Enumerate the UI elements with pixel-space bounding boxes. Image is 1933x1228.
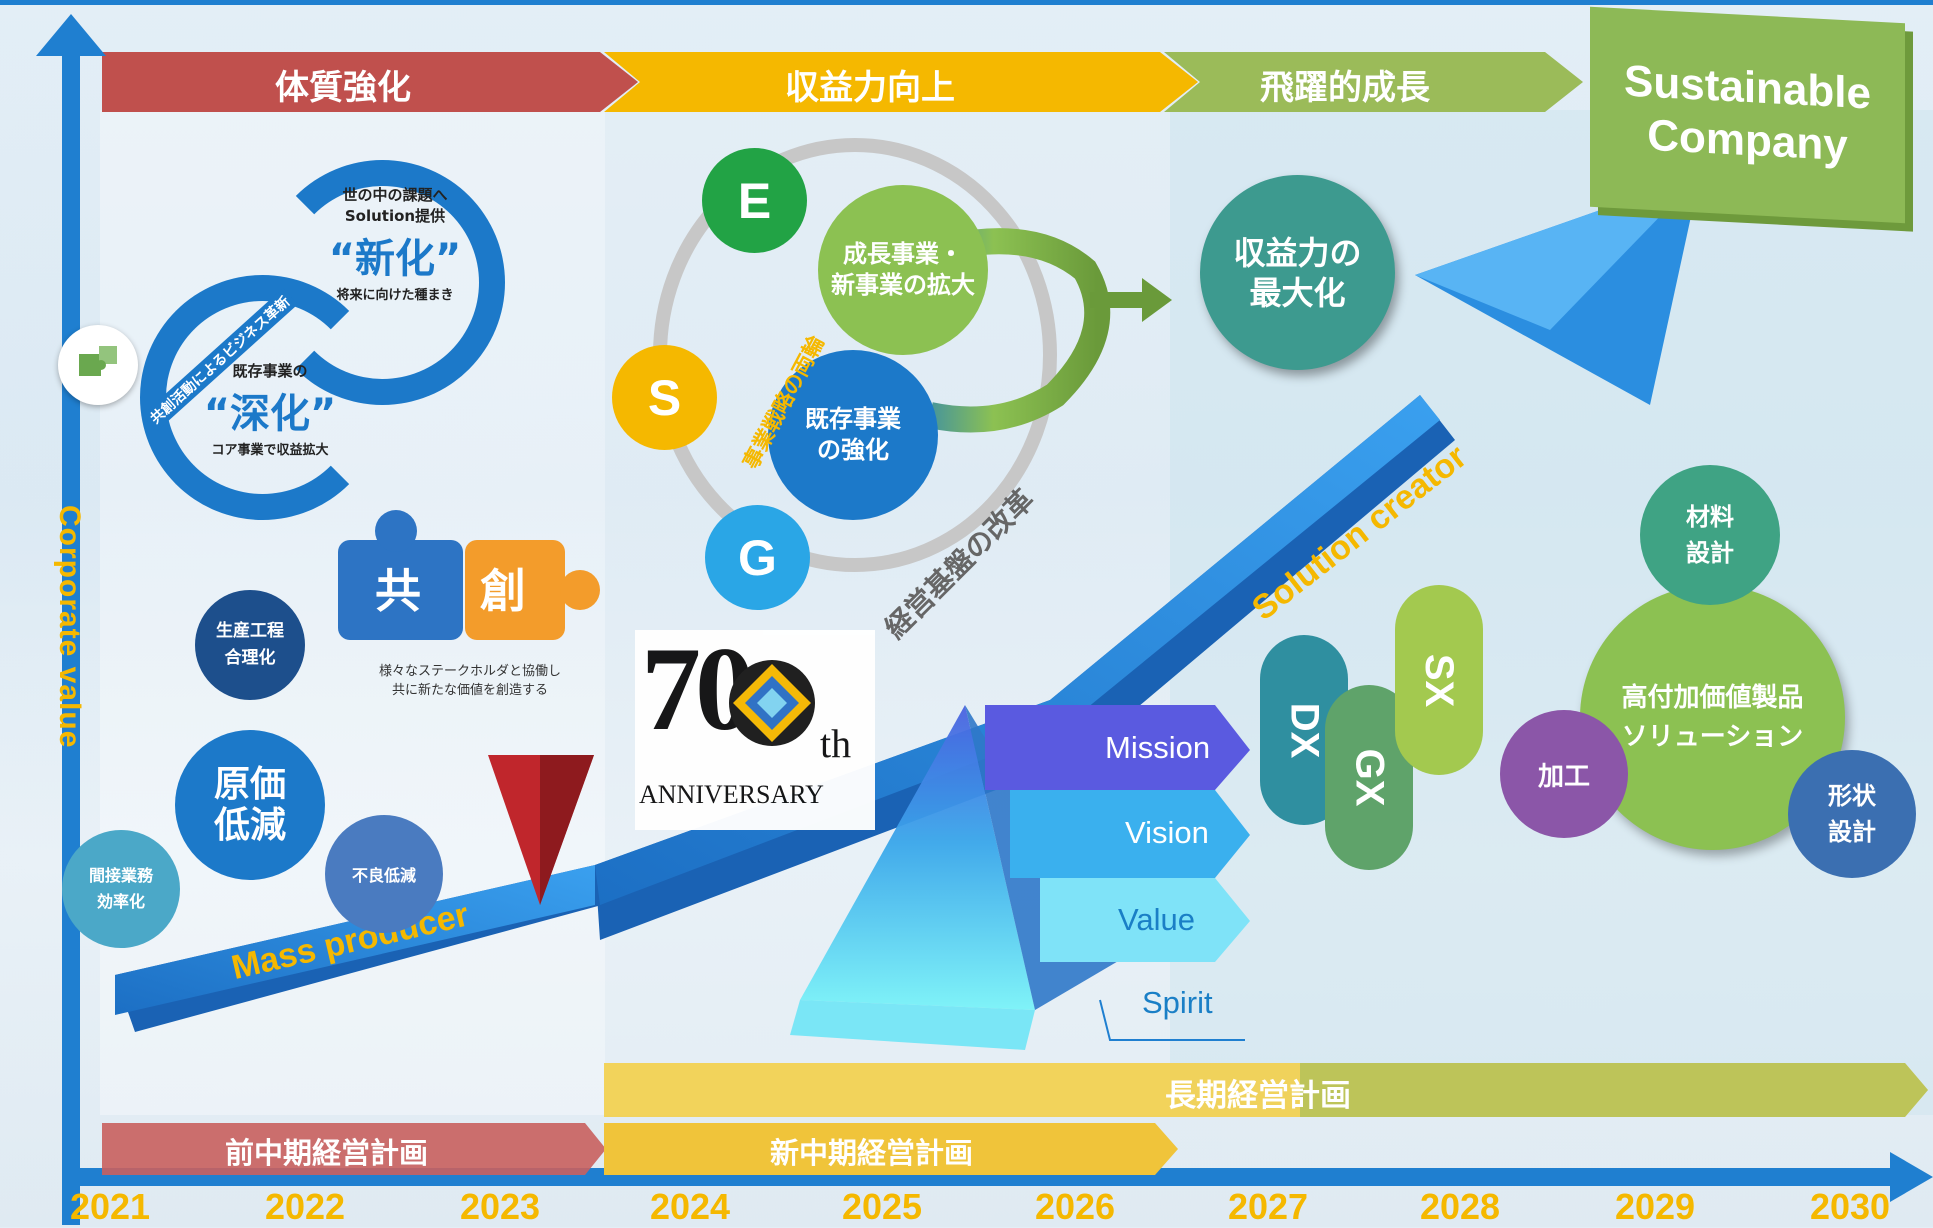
cost-line1: 原価 [213,763,286,805]
esg-s-circle: S [612,345,717,450]
values-pyramid [790,705,1250,1050]
sx-label: SX [1417,653,1462,707]
phase3-arrow [1164,52,1583,112]
two-wheels-connector [885,228,1111,433]
product-line1: 高付加価値製品 [1621,682,1804,713]
year-2028: 2028 [1419,1186,1501,1227]
kyoso-blue-piece [338,540,463,640]
production-line2: 合理化 [224,648,276,668]
phase2-label: 収益力向上 [785,68,955,108]
cost-line2: 低減 [213,805,286,846]
cycle-top-line2: Solution提供 [344,207,446,225]
anniversary-suffix: th [820,721,852,766]
esg-e-letter: E [737,172,772,229]
kyoso-caption-line2: 共に新たな価値を創造する [391,683,548,698]
pyramid-spirit: Spirit [1142,985,1213,1020]
gx-label: GX [1347,748,1392,807]
materials-line2: 設計 [1686,539,1734,567]
phase3-label: 飛躍的成長 [1260,68,1430,108]
shape-line2: 設計 [1828,818,1876,846]
sx-pill: SX [1395,585,1483,775]
production-rationalization-circle: 生産工程 合理化 [195,590,305,700]
year-2030: 2030 [1809,1186,1891,1227]
cycle-shinka-deep: “深化” [203,391,337,437]
processing-circle: 加工 [1500,710,1628,838]
growth-line1: 成長事業・ [843,239,963,268]
long-term-plan-label: 長期経営計画 [1165,1078,1351,1114]
year-2025: 2025 [841,1186,923,1227]
innovation-cycle: 世の中の課題へ Solution提供 “新化” 将来に向けた種まき 既存事業の … [140,160,520,540]
cost-reduction-circle: 原価 低減 [175,730,325,880]
existing-business-circle: 既存事業 の強化 [768,350,938,520]
phase2-arrow [604,52,1198,112]
cycle-top-line1: 世の中の課題へ [342,186,448,204]
cycle-bottom-sub: コア事業で収益拡大 [211,443,329,458]
puzzle-icon [58,325,138,405]
year-2027: 2027 [1227,1186,1309,1227]
growth-line2: 新事業の拡大 [831,271,975,299]
kyoso-caption-line1: 様々なステークホルダと協働し [378,664,561,679]
pyramid-value: Value [1118,902,1195,937]
year-2024: 2024 [649,1186,731,1227]
phase1-label: 体質強化 [275,68,411,108]
new-mid-plan-label: 新中期経営計画 [770,1136,974,1170]
maximize-line2: 最大化 [1249,273,1346,312]
year-2029: 2029 [1614,1186,1696,1227]
dx-label: DX [1282,702,1327,758]
goal-box: Sustainable Company [1590,6,1905,224]
indirect-efficiency-circle: 間接業務 効率化 [62,830,180,948]
goal-line2: Company [1647,110,1848,171]
defect-reduction-circle: 不良低減 [325,815,443,933]
kyoso-orange-piece [465,540,565,640]
esg-g-letter: G [738,529,777,586]
anniversary-word: ANNIVERSARY [639,780,824,809]
materials-line1: 材料 [1686,503,1734,531]
materials-design-circle: 材料 設計 [1640,465,1780,605]
year-2022: 2022 [264,1186,346,1227]
maximize-line1: 収益力の [1233,233,1362,272]
production-line1: 生産工程 [216,620,284,641]
y-axis-head [36,14,106,56]
esg-e-circle: E [702,148,807,253]
previous-mid-plan-band [102,1123,606,1175]
existing-line2: の強化 [817,436,889,464]
cycle-shinka-new: “新化” [328,236,462,282]
year-2026: 2026 [1034,1186,1116,1227]
new-mid-plan-band [604,1123,1178,1175]
esg-s-letter: S [647,369,682,426]
anniversary-logo: 70 th ANNIVERSARY [635,622,875,830]
top-stripe [0,0,1933,5]
phase1-arrow [102,52,638,112]
pyramid-vision: Vision [1125,815,1209,850]
previous-mid-plan-label: 前中期経営計画 [225,1136,429,1170]
pyramid-mission: Mission [1105,730,1211,765]
growth-business-circle: 成長事業・ 新事業の拡大 [818,185,988,355]
maximize-profit-circle: 収益力の 最大化 [1200,175,1395,370]
year-2023: 2023 [459,1186,541,1227]
product-line2: ソリューション [1621,721,1804,752]
kyoso-puzzle: 共 創 [330,510,600,650]
indirect-line2: 効率化 [96,892,145,911]
kyoso-char1: 共 [375,564,421,618]
shape-design-circle: 形状 設計 [1788,750,1916,878]
indirect-line1: 間接業務 [88,866,153,886]
x-axis-head [1890,1152,1933,1202]
existing-line1: 既存事業 [805,404,901,433]
processing-label: 加工 [1537,761,1590,792]
esg-g-circle: G [705,505,810,610]
year-2021: 2021 [69,1186,151,1227]
kyoso-char2: 創 [480,564,526,618]
anniversary-pattern-icon [729,660,815,746]
cycle-top-sub: 将来に向けた種まき [336,288,454,303]
defect-label: 不良低減 [351,866,416,885]
y-axis-label: Corporate value [53,505,86,749]
cycle-bottom-line1: 既存事業の [232,362,308,380]
shape-line1: 形状 [1828,782,1876,810]
